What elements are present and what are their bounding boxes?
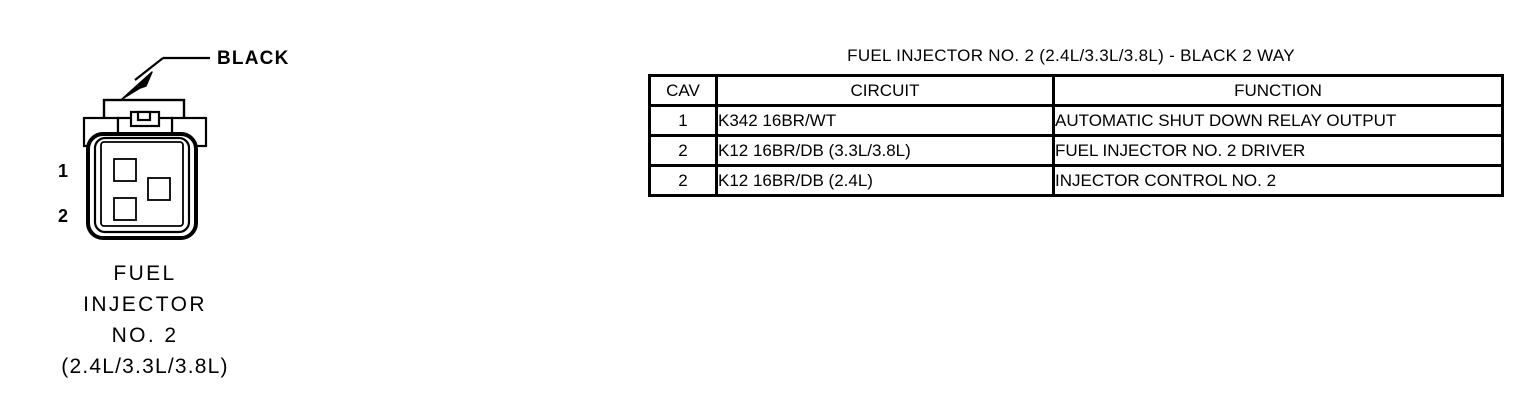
connector-color-label: BLACK [217,48,290,69]
cell-cav: 2 [648,134,718,167]
cavity-center [147,177,171,201]
pinout-table: CAV CIRCUIT FUNCTION 1 K342 16BR/WT AUTO… [648,74,1504,197]
cell-circuit: K12 16BR/DB (2.4L) [715,164,1055,197]
table-row: 2 K12 16BR/DB (2.4L) INJECTOR CONTROL NO… [648,164,1504,197]
column-header-circuit: CIRCUIT [715,74,1055,107]
connector-drawing [82,56,210,240]
caption-line-4: (2.4L/3.3L/3.8L) [61,355,229,378]
callout-leader-line [134,56,210,81]
cell-function: AUTOMATIC SHUT DOWN RELAY OUTPUT [1052,104,1504,137]
pinout-table-panel: FUEL INJECTOR NO. 2 (2.4L/3.3L/3.8L) - B… [648,46,1504,197]
table-header-row: CAV CIRCUIT FUNCTION [648,74,1504,107]
connector-latch-tooth [136,110,152,122]
cell-circuit: K12 16BR/DB (3.3L/3.8L) [715,134,1055,167]
cell-function: INJECTOR CONTROL NO. 2 [1052,164,1504,197]
connector-caption: FUEL INJECTOR NO. 2 (2.4L/3.3L/3.8L) [0,258,290,382]
table-row: 1 K342 16BR/WT AUTOMATIC SHUT DOWN RELAY… [648,104,1504,137]
column-header-cav: CAV [648,74,718,107]
callout-arrowhead [121,71,153,100]
connector-diagram-panel: BLACK 1 2 FUEL INJECTOR NO. 2 (2.4L/3.3L… [0,0,340,406]
column-header-function: FUNCTION [1052,74,1504,107]
caption-line-2: INJECTOR [83,293,207,316]
cavity-pin-2 [113,197,137,221]
cavity-pin-1 [113,158,137,182]
cell-circuit: K342 16BR/WT [715,104,1055,137]
pin-number-2-label: 2 [58,206,69,226]
pin-number-1-label: 1 [58,161,69,181]
caption-line-1: FUEL [113,262,177,285]
caption-line-3: NO. 2 [111,324,179,347]
pinout-table-title: FUEL INJECTOR NO. 2 (2.4L/3.3L/3.8L) - B… [847,46,1295,65]
table-row: 2 K12 16BR/DB (3.3L/3.8L) FUEL INJECTOR … [648,134,1504,167]
cell-function: FUEL INJECTOR NO. 2 DRIVER [1052,134,1504,167]
cell-cav: 1 [648,104,718,137]
cell-cav: 2 [648,164,718,197]
